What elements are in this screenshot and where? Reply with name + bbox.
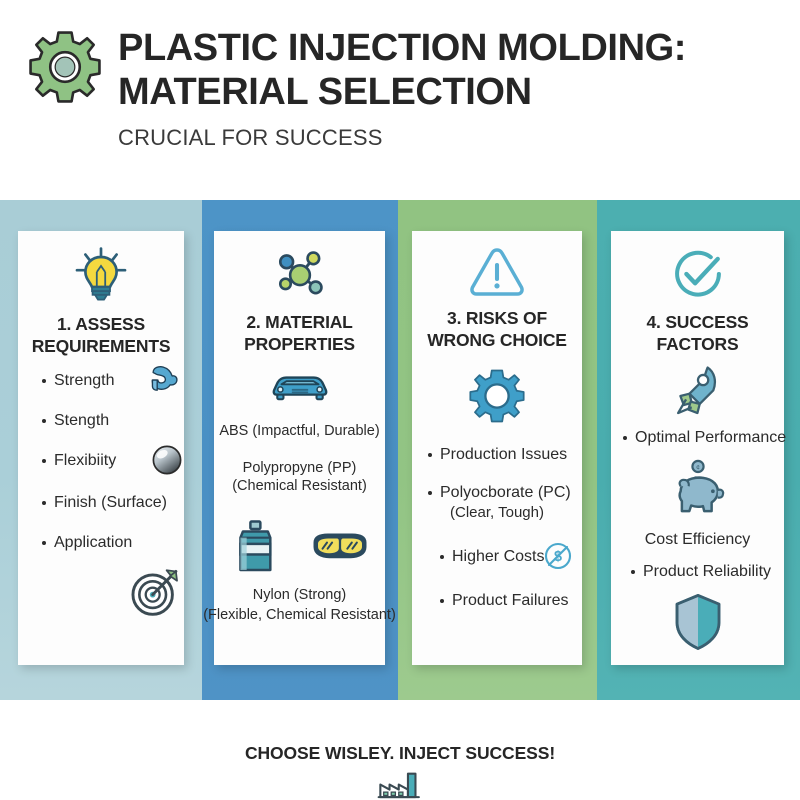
- card-material-properties[interactable]: 2. MATERIAL PROPERTIES ABS (Impactful, D…: [203, 231, 396, 665]
- header: PLASTIC INJECTION MOLDING: MATERIAL SELE…: [0, 0, 800, 200]
- list-item[interactable]: Higher Costs: [440, 547, 544, 567]
- list-item-label: Polyocborate (PC): [440, 484, 571, 501]
- list-item[interactable]: Strength: [42, 371, 114, 391]
- page-title-line1: PLASTIC INJECTION MOLDING:: [118, 27, 687, 69]
- list-item-label: Stength: [54, 412, 110, 429]
- list-item-label: Higher Costs: [452, 548, 545, 565]
- column-4-heading-line1: 4. SUCCESS: [646, 312, 749, 332]
- bullet-icon: [428, 453, 432, 457]
- list-item[interactable]: Stength: [42, 411, 109, 431]
- warning-triangle-icon: [470, 248, 524, 296]
- molecule-icon: [278, 251, 323, 295]
- factory-icon: [377, 772, 420, 799]
- no-money-icon: $: [544, 542, 572, 570]
- bullet-icon: [440, 555, 444, 559]
- list-item[interactable]: Product Failures: [440, 591, 569, 611]
- bullet-icon: [42, 419, 46, 423]
- list-item-label: Strength: [54, 372, 115, 389]
- column-1-heading: 1. ASSESS REQUIREMENTS: [0, 313, 209, 357]
- page-subtitle: CRUCIAL FOR SUCCESS: [118, 125, 383, 150]
- header-text-block: PLASTIC INJECTION MOLDING: MATERIAL SELE…: [118, 26, 778, 153]
- column-4-heading-line2: FACTORS: [656, 334, 739, 354]
- list-item[interactable]: Finish (Surface): [42, 493, 167, 513]
- column-2-heading: 2. MATERIAL PROPERTIES: [192, 311, 407, 355]
- page-title-line2: MATERIAL SELECTION: [118, 71, 532, 113]
- material-pp-sublabel: (Chemical Resistant): [232, 478, 367, 494]
- list-item[interactable]: Application: [42, 533, 132, 553]
- bullet-icon: [42, 379, 46, 383]
- safety-goggles-icon: [313, 533, 367, 559]
- piggy-bank-icon: ¢: [677, 459, 724, 513]
- column-3-heading-line2: WRONG CHOICE: [427, 330, 567, 350]
- card-success-factors[interactable]: 4. SUCCESS FACTORS Optimal Performance ¢…: [611, 231, 786, 665]
- column-1-heading-line1: 1. ASSESS: [56, 314, 145, 334]
- material-nylon-sublabel: (Flexible, Chemical Resistant): [203, 607, 396, 623]
- column-3-heading: 3. RISKS OF WRONG CHOICE: [390, 307, 605, 351]
- list-item[interactable]: Polyocborate (PC): [428, 483, 571, 503]
- list-item[interactable]: Flexibiity: [42, 451, 116, 471]
- bullet-icon: [42, 459, 46, 463]
- footer-tagline: CHOOSE WISLEY. INJECT SUCCESS!: [244, 743, 556, 763]
- list-item-label: Optimal Performance: [635, 429, 787, 446]
- bullet-icon: [440, 599, 444, 603]
- list-item-sublabel: (Clear, Tough): [450, 504, 544, 521]
- gear-icon: [469, 369, 525, 423]
- flexed-bicep-icon: [151, 366, 178, 391]
- bullet-icon: [42, 501, 46, 505]
- list-item[interactable]: Production Issues: [428, 445, 567, 465]
- column-3-heading-line1: 3. RISKS OF: [447, 308, 547, 328]
- car-icon: [272, 376, 328, 401]
- material-pp-label: Polypropyne (PP): [242, 460, 357, 476]
- list-item-label: Production Issues: [440, 446, 568, 463]
- gear-icon: [29, 31, 101, 103]
- check-circle-icon: [674, 250, 721, 297]
- column-2-heading-line1: 2. MATERIAL: [246, 312, 353, 332]
- list-item-label: Finish (Surface): [54, 494, 167, 511]
- footer: CHOOSE WISLEY. INJECT SUCCESS!: [0, 700, 800, 800]
- shield-icon: [675, 594, 720, 650]
- bullet-icon: [42, 541, 46, 545]
- card-assess-requirements[interactable]: 1. ASSESS REQUIREMENTS Strength Stength …: [18, 231, 184, 665]
- column-2-heading-line2: PROPERTIES: [244, 334, 355, 354]
- list-item-label: Product Failures: [452, 592, 569, 609]
- bullet-icon: [631, 570, 635, 574]
- lightbulb-icon: [75, 247, 127, 301]
- material-nylon-label: Nylon (Strong): [252, 587, 347, 603]
- list-item-label: Application: [54, 534, 133, 551]
- column-4-heading: 4. SUCCESS FACTORS: [590, 311, 800, 355]
- list-item-label: Flexibiity: [54, 452, 117, 469]
- list-item-label: Product Reliability: [643, 563, 772, 580]
- card-risks[interactable]: 3. RISKS OF WRONG CHOICE Production Issu…: [412, 231, 582, 665]
- target-arrow-icon: [131, 569, 178, 616]
- bullet-icon: [428, 491, 432, 495]
- list-item[interactable]: Product Reliability: [631, 562, 771, 582]
- svg-text:¢: ¢: [696, 465, 700, 472]
- polished-sphere-icon: [152, 445, 182, 475]
- list-item[interactable]: Optimal Performance: [623, 428, 786, 448]
- material-abs-label: ABS (Impactful, Durable): [219, 423, 380, 439]
- bullet-icon: [623, 436, 627, 440]
- column-1-heading-line2: REQUIREMENTS: [31, 336, 171, 356]
- chemical-bottle-icon: [239, 520, 272, 572]
- rocket-icon: [676, 366, 716, 415]
- list-item-label: Cost Efficiency: [644, 531, 751, 548]
